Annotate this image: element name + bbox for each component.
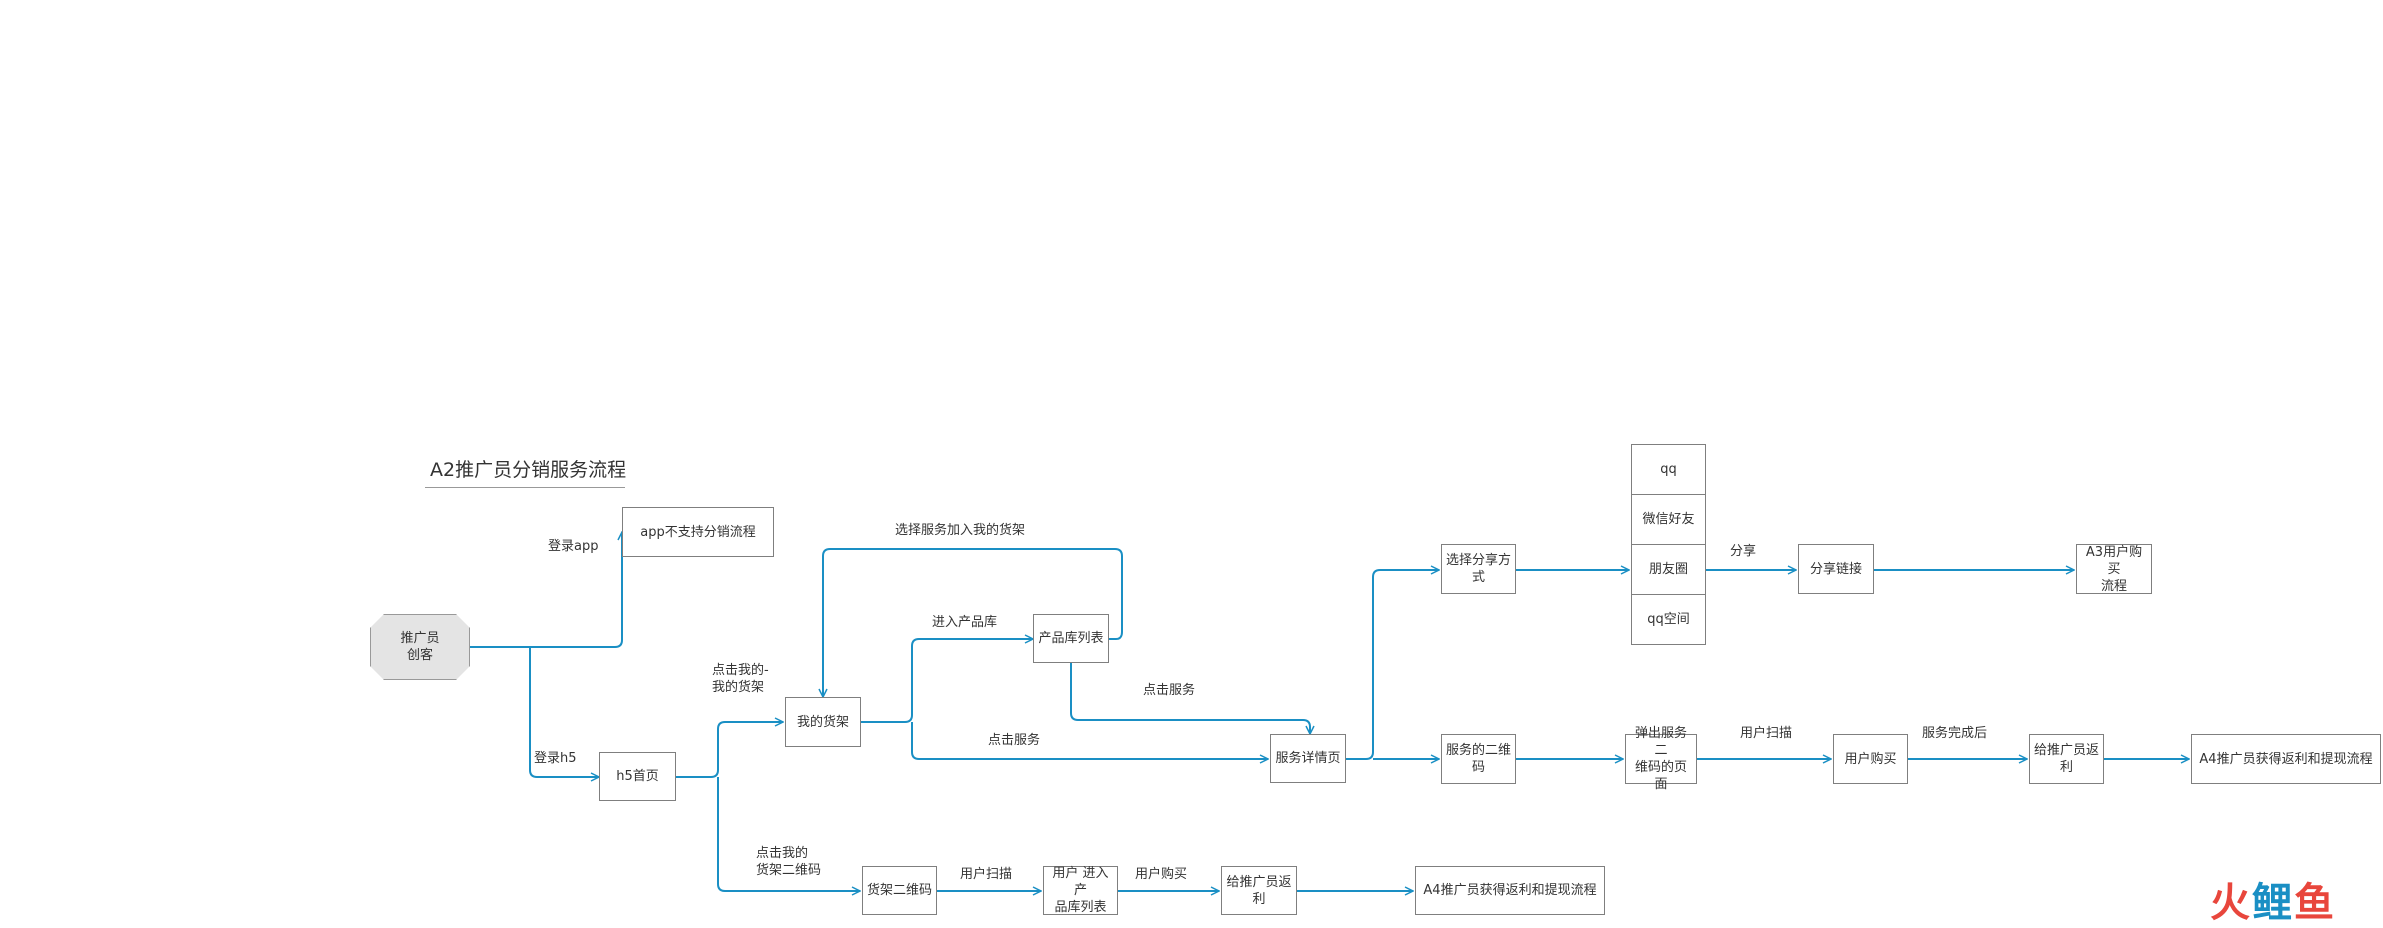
node-a4-bottom: A4推广员获得返利和提现流程 xyxy=(1415,866,1605,915)
node-product-library: 产品库列表 xyxy=(1033,614,1109,663)
label-enter-library: 进入产品库 xyxy=(932,615,998,630)
label-add-to-shelf: 选择服务加入我的货架 xyxy=(895,523,1026,538)
label-user-buy-bottom: 用户购买 xyxy=(1135,867,1188,882)
node-user-buy-top: 用户购买 xyxy=(1833,734,1908,784)
node-my-shelf: 我的货架 xyxy=(785,697,861,747)
label-login-h5: 登录h5 xyxy=(534,751,577,766)
edge-detail-to-choose-share xyxy=(1346,570,1439,760)
label-user-scan-bottom: 用户扫描 xyxy=(960,867,1013,882)
node-rebate-bottom: 给推广员返 利 xyxy=(1221,866,1297,915)
edge-h5-to-shelf xyxy=(676,722,783,778)
edge-start-to-app xyxy=(470,532,622,648)
node-a3-flow: A3用户购买 流程 xyxy=(2076,544,2152,594)
edge-shelf-to-service-detail xyxy=(911,722,1268,759)
label-click-service-library: 点击服务 xyxy=(1143,683,1196,698)
edge-h5-to-shelf-qrcode xyxy=(717,777,860,891)
label-login-app: 登录app xyxy=(548,539,599,554)
node-shelf-qrcode: 货架二维码 xyxy=(862,866,937,915)
label-click-service-shelf: 点击服务 xyxy=(988,733,1041,748)
node-service-qrcode: 服务的二维 码 xyxy=(1441,734,1516,784)
label-user-scan-top: 用户扫描 xyxy=(1740,726,1793,741)
edge-shelf-to-library xyxy=(861,639,1033,723)
edge-library-to-service-detail xyxy=(1070,663,1310,734)
node-qq: qq xyxy=(1631,444,1706,495)
watermark-part3: 鱼 xyxy=(2294,880,2336,926)
node-user-enter-library: 用户 进入产 品库列表 xyxy=(1043,866,1118,915)
watermark-logo: 火鲤鱼 xyxy=(2210,870,2336,928)
node-wechat-friend: 微信好友 xyxy=(1631,494,1706,545)
node-h5-home: h5首页 xyxy=(599,752,676,801)
title-underline xyxy=(425,487,625,488)
label-share: 分享 xyxy=(1730,544,1757,559)
watermark-part1: 火 xyxy=(2210,880,2252,926)
node-a4-top: A4推广员获得返利和提现流程 xyxy=(2191,734,2381,784)
node-share-link: 分享链接 xyxy=(1798,544,1874,594)
label-service-done: 服务完成后 xyxy=(1922,726,1988,741)
label-click-my-shelf: 点击我的- 我的货架 xyxy=(712,663,769,695)
node-qq-zone: qq空间 xyxy=(1631,594,1706,645)
edge-library-to-shelf xyxy=(823,548,1123,697)
node-start: 推广员 创客 xyxy=(370,614,470,680)
node-service-detail: 服务详情页 xyxy=(1270,734,1346,783)
node-rebate-top: 给推广员返 利 xyxy=(2029,734,2104,784)
node-moments: 朋友圈 xyxy=(1631,544,1706,595)
diagram-title: A2推广员分销服务流程 xyxy=(430,459,627,481)
node-choose-share: 选择分享方 式 xyxy=(1441,544,1516,594)
node-popup-qrcode-page: 弹出服务二 维码的页面 xyxy=(1625,726,1697,792)
edge-start-to-h5 xyxy=(529,647,599,777)
node-app-unsupported: app不支持分销流程 xyxy=(622,507,774,557)
watermark-part2: 鲤 xyxy=(2252,880,2294,926)
label-click-shelf-qrcode: 点击我的 货架二维码 xyxy=(756,846,822,878)
